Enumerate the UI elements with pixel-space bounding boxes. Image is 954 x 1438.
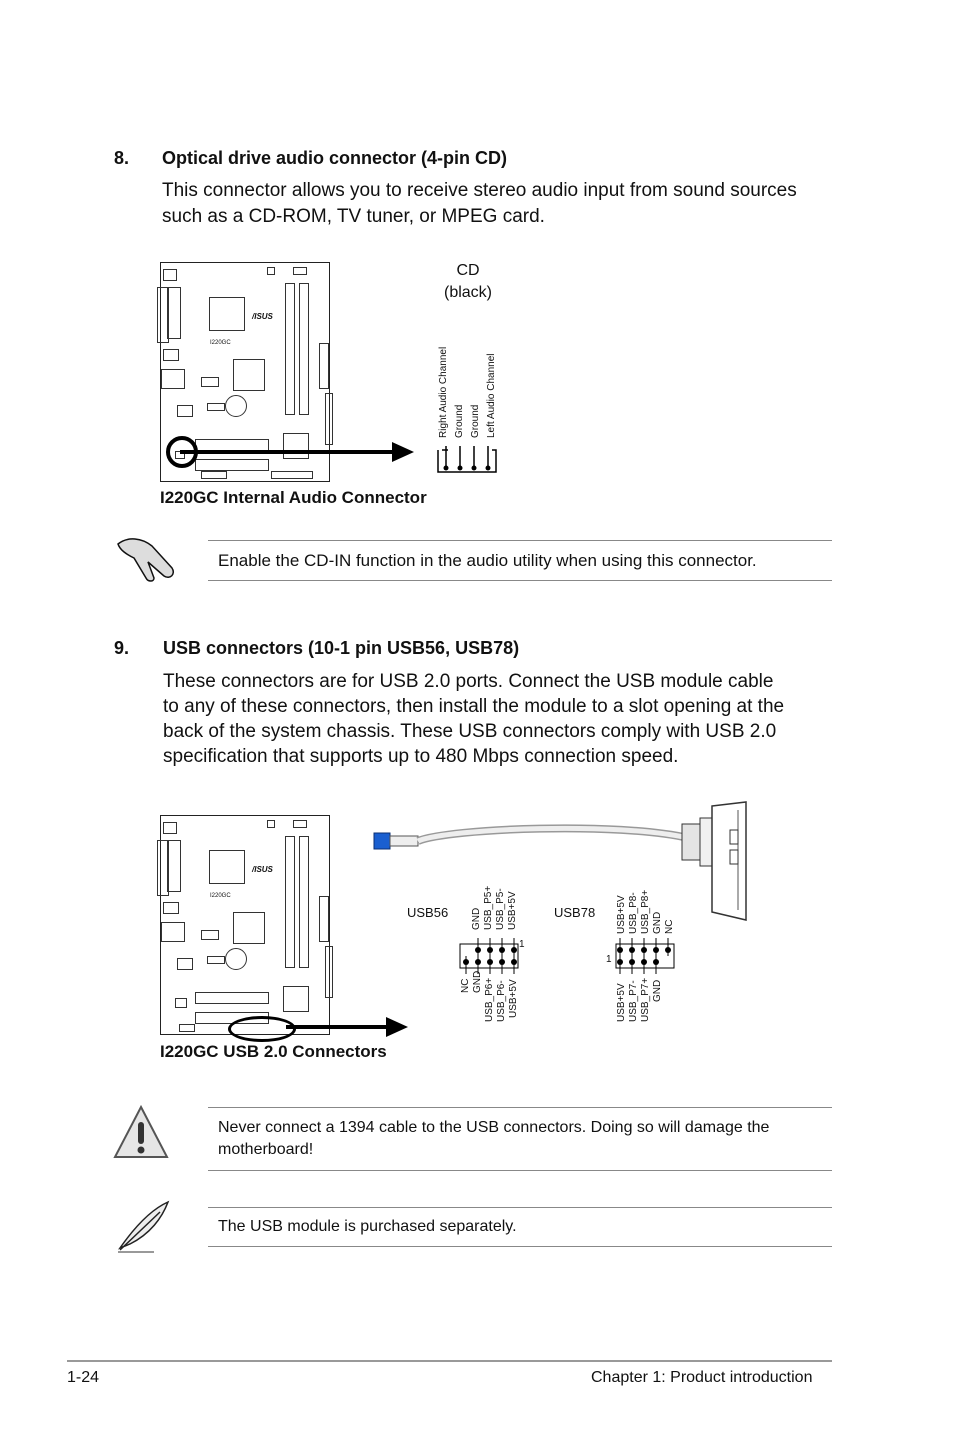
usb78-top-pin: USB+5V [616, 895, 627, 934]
usb56-bottom-pin: USB+5V [508, 979, 519, 1018]
section8-number: 8. [114, 148, 130, 168]
pointer-arrow [180, 442, 414, 462]
feather-pen-icon [117, 1200, 170, 1253]
cd-pin-label: Ground [454, 404, 465, 438]
warning-line-1: Never connect a 1394 cable to the USB co… [218, 1119, 770, 1136]
usb78-top-pin: NC [664, 919, 675, 934]
section9-number: 9. [114, 638, 130, 658]
figure-caption: I220GC USB 2.0 Connectors [160, 1042, 387, 1061]
page-number: 1-24 [67, 1369, 100, 1386]
usb56-top-pin: USB+5V [507, 891, 518, 930]
cd-connector-pinout [437, 446, 497, 473]
warning-line-2: motherboard! [218, 1141, 314, 1158]
section9-body-3: back of the system chassis. These USB co… [163, 721, 777, 742]
cd-pin-label: Right Audio Channel [438, 346, 449, 438]
section8-body-1: This connector allows you to receive ste… [162, 180, 797, 201]
usb56-bottom-pin: USB_P6+ [484, 977, 495, 1022]
usb78-bottom-pin: USB+5V [616, 983, 627, 1022]
section9-body-4: specification that supports up to 480 Mb… [163, 746, 679, 767]
cd-connector-name: CD [456, 262, 480, 279]
board-label: I220GC [210, 893, 231, 899]
usb-module-cable [373, 801, 747, 921]
section9-body-2: to any of these connectors, then install… [163, 696, 785, 717]
section9-title: USB connectors (10-1 pin USB56, USB78) [163, 638, 520, 658]
figure-caption: I220GC Internal Audio Connector [160, 488, 427, 507]
usb56-bottom-pin: GND [472, 970, 483, 993]
usb78-header-pinout [615, 938, 675, 974]
usb78-bottom-pin: USB_P7+ [640, 977, 651, 1022]
usb78-bottom-pin: USB_P7- [628, 980, 639, 1022]
chapter-title: Chapter 1: Product introduction [591, 1369, 813, 1386]
audio-note: Enable the CD-IN function in the audio u… [218, 551, 757, 570]
pointer-arrow [286, 1017, 408, 1037]
cd-connector-color: (black) [443, 284, 492, 301]
usb56-top-pin: GND [471, 907, 482, 930]
warning-icon [113, 1104, 169, 1158]
usb56-top-pin: USB_P5+ [483, 885, 494, 930]
asus-logo: /ISUS [252, 312, 273, 321]
section9-body-1: These connectors are for USB 2.0 ports. … [163, 671, 774, 692]
cd-pin-label: Left Audio Channel [486, 353, 497, 438]
usb-module-note: The USB module is purchased separately. [218, 1218, 517, 1235]
usb78-label: USB78 [554, 905, 596, 920]
usb78-pin1: 1 [606, 954, 612, 965]
usb78-bottom-pin: GND [652, 979, 663, 1002]
usb56-header-pinout [459, 938, 519, 974]
section8-title: Optical drive audio connector (4-pin CD) [162, 148, 508, 168]
motherboard-diagram [157, 815, 333, 1035]
cd-pin-label: Ground [470, 404, 481, 438]
usb56-bottom-pin: NC [460, 978, 471, 993]
usb56-label: USB56 [407, 905, 449, 920]
hand-icon [117, 538, 175, 582]
usb56-top-pin: USB_P5- [495, 888, 506, 930]
footer-rule [67, 1360, 832, 1362]
section8-body-2: such as a CD-ROM, TV tuner, or MPEG card… [162, 206, 545, 227]
usb78-top-pin: USB_P8+ [640, 889, 651, 934]
board-label: I220GC [210, 340, 231, 346]
usb56-bottom-pin: USB_P6- [496, 980, 507, 1022]
usb78-top-pin: GND [652, 911, 663, 934]
usb78-top-pin: USB_P8- [628, 892, 639, 934]
usb56-pin1: 1 [519, 939, 525, 950]
asus-logo: /ISUS [252, 865, 273, 874]
